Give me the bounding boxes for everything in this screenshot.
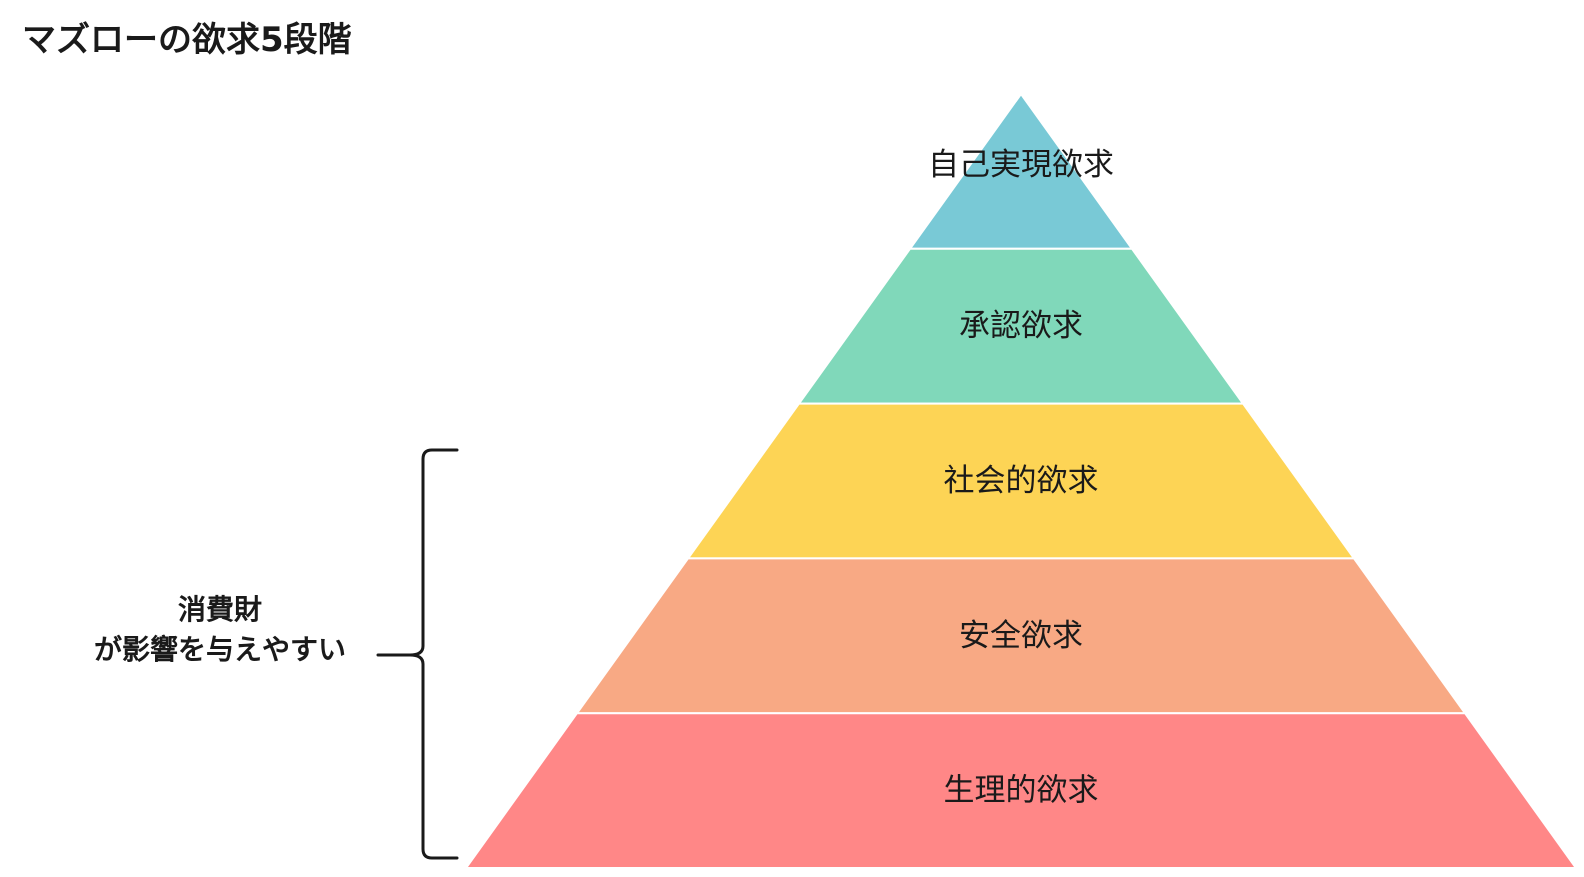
tier-physiological-shape	[465, 712, 1577, 869]
consumer-goods-note: 消費財 が影響を与えやすい	[40, 590, 400, 670]
tier-esteem-label: 承認欲求	[959, 308, 1083, 344]
note-line-2: が影響を与えやすい	[93, 633, 346, 666]
tier-physiological-label: 生理的欲求	[944, 773, 1099, 809]
tier-self-actualization-label: 自己実現欲求	[928, 147, 1114, 183]
note-line-1: 消費財	[177, 593, 262, 626]
diagram-title: マズローの欲求5段階	[22, 20, 352, 60]
tier-safety-label: 安全欲求	[959, 618, 1083, 654]
tier-social-label: 社会的欲求	[944, 463, 1099, 499]
annotation-bracket	[376, 448, 459, 860]
